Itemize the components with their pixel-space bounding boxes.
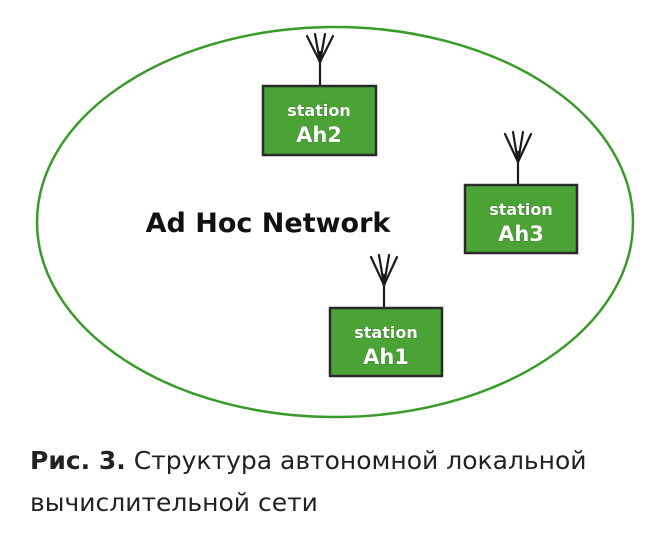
station-id-label: Ah1 xyxy=(363,345,409,369)
antenna-icon xyxy=(369,253,399,310)
station-type-label: station xyxy=(489,200,552,219)
station-id-label: Ah3 xyxy=(498,222,544,246)
caption-prefix: Рис. 3. xyxy=(30,446,126,475)
antenna-icon xyxy=(503,130,533,187)
network-boundary xyxy=(35,25,635,419)
station-id-label: Ah2 xyxy=(296,123,342,147)
station-ah1: station Ah1 xyxy=(328,253,444,378)
station-type-label: station xyxy=(287,101,350,120)
station-ah2: station Ah2 xyxy=(261,32,378,157)
station-box xyxy=(463,183,579,255)
station-type-label: station xyxy=(354,323,417,342)
caption-text: Структура автономной локальной вычислите… xyxy=(30,446,587,517)
antenna-icon xyxy=(305,32,335,88)
ad-hoc-network-diagram: Ad Hoc Network station Ah2 station Ah3 xyxy=(35,25,635,419)
network-label: Ad Hoc Network xyxy=(146,208,392,239)
station-box xyxy=(328,306,444,378)
station-box xyxy=(261,84,378,157)
station-ah3: station Ah3 xyxy=(463,130,579,255)
figure-caption: Рис. 3. Структура автономной локальной в… xyxy=(30,440,650,524)
